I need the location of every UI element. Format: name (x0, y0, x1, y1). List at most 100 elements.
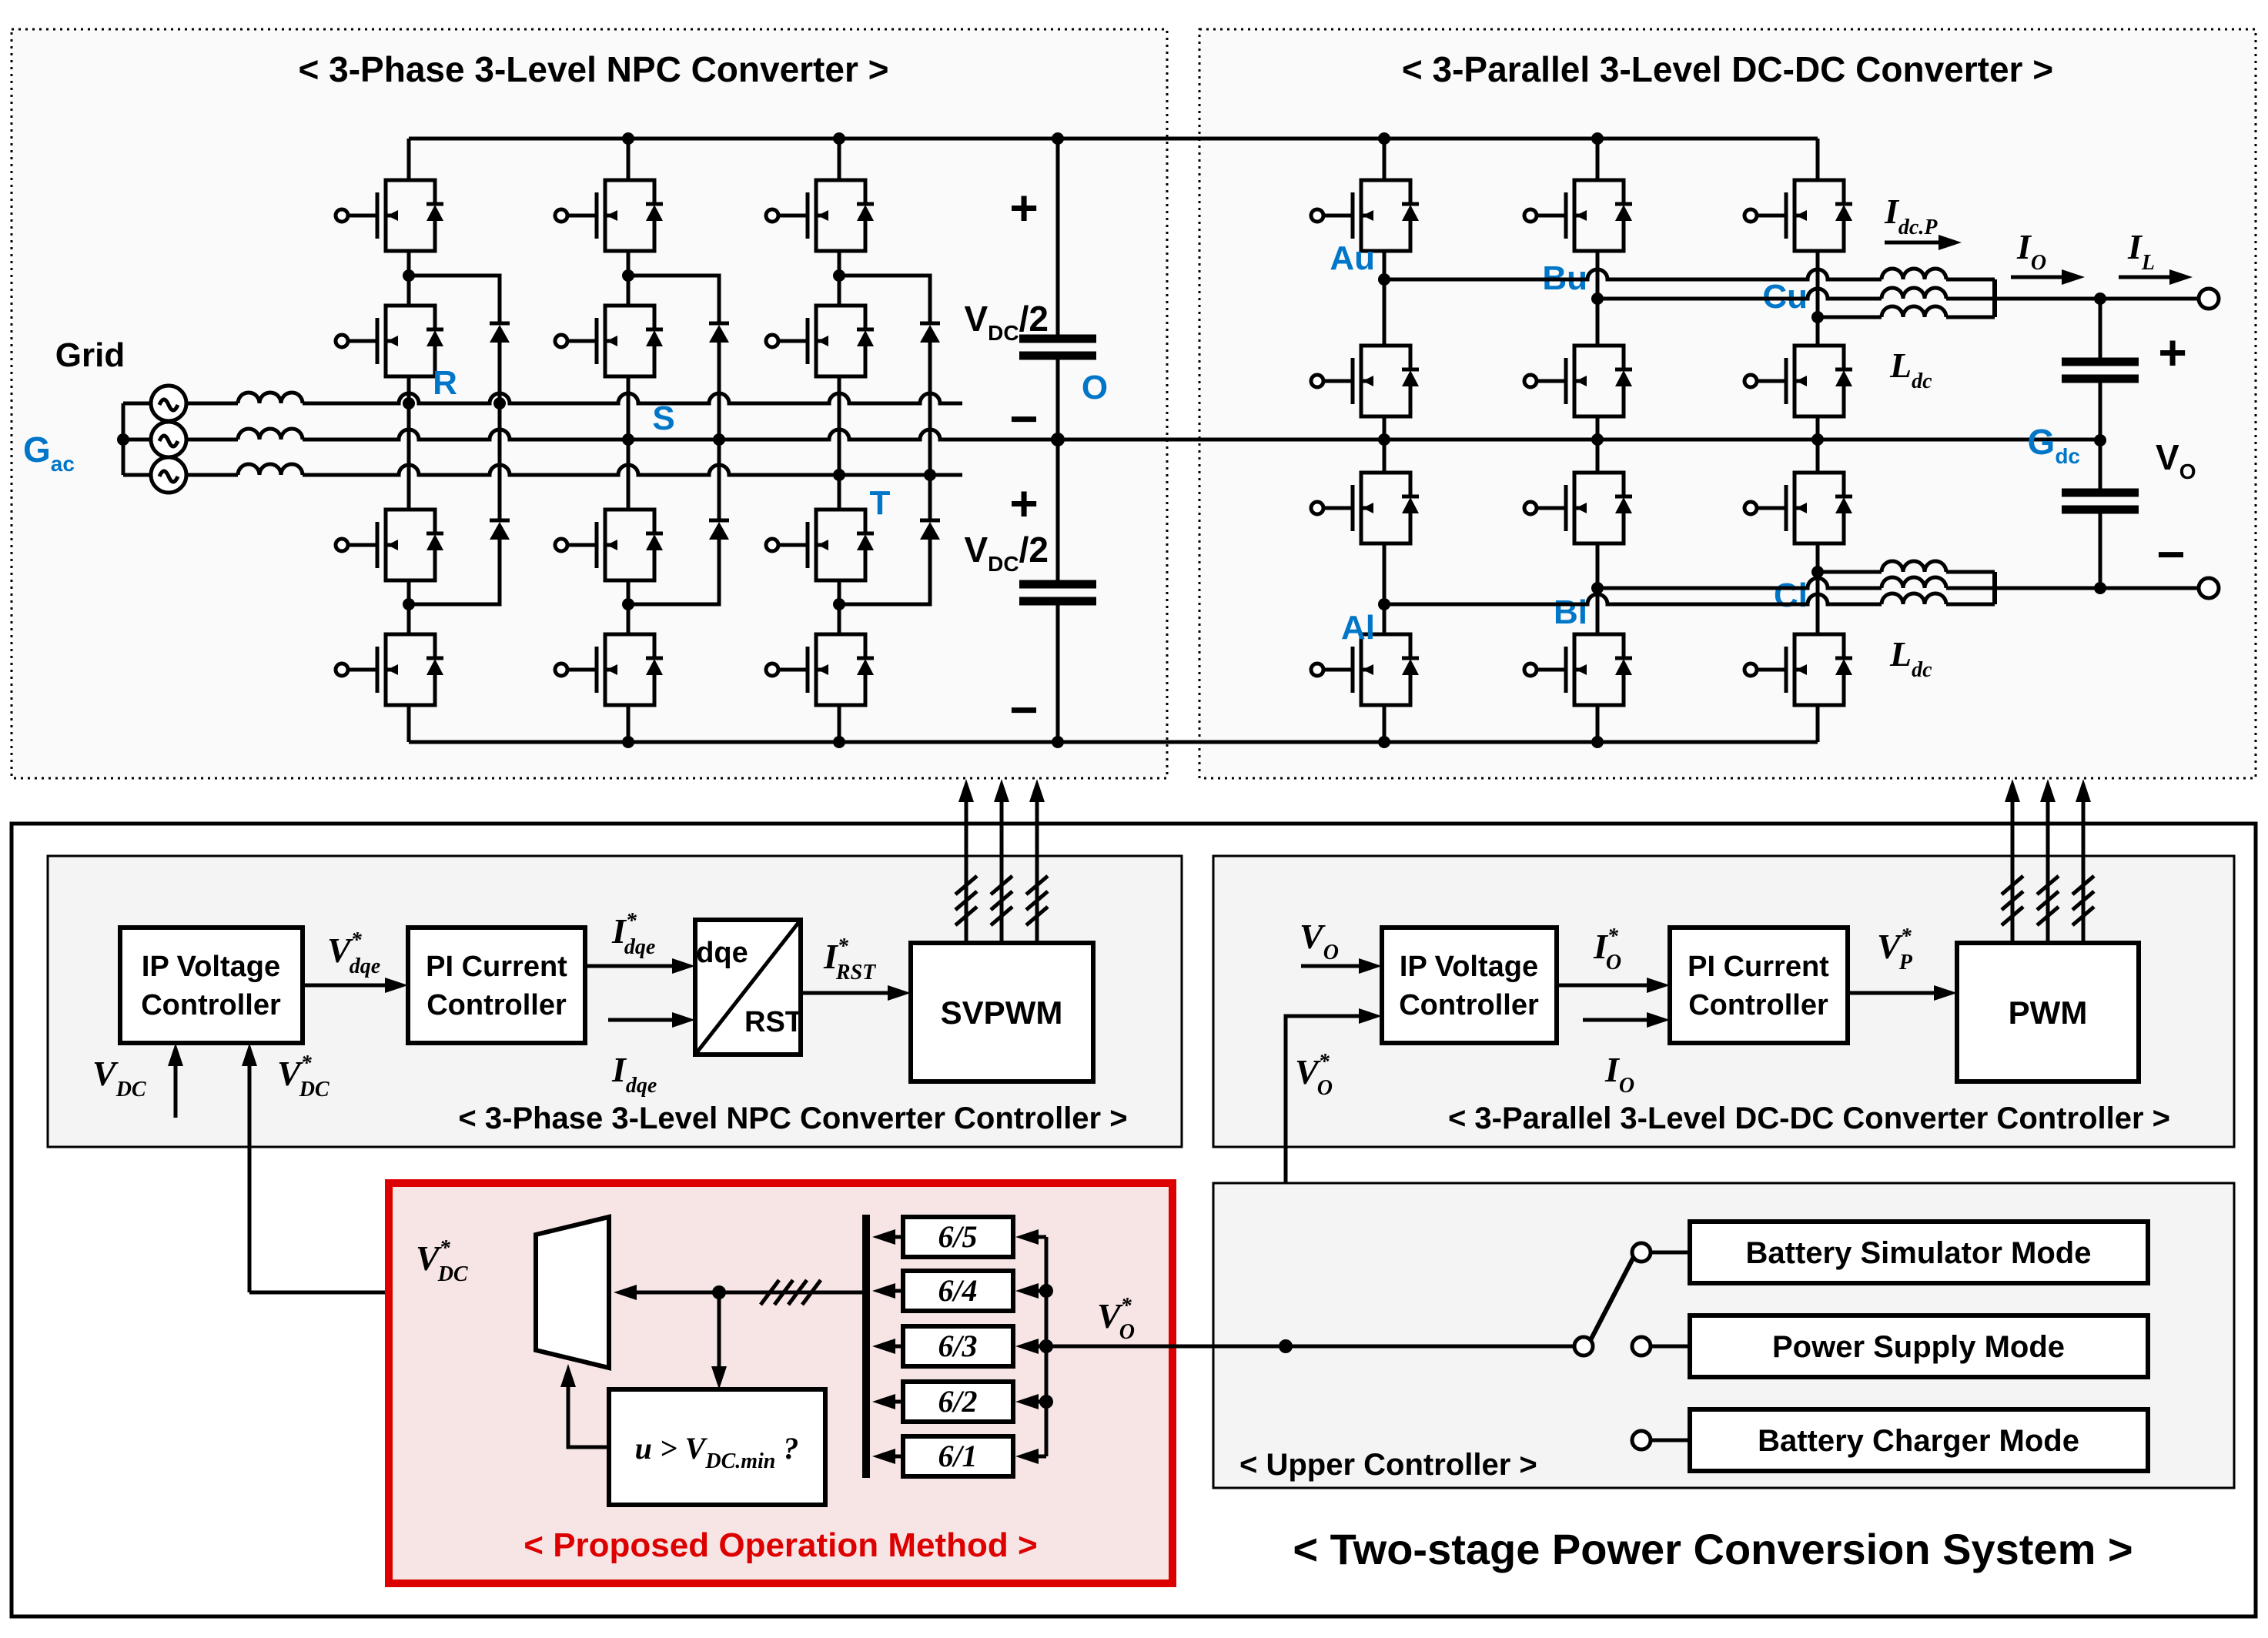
rst-label: RST (744, 1006, 803, 1038)
output-terminal-minus (2196, 576, 2221, 600)
proposed-method-panel: V*DC u >VDC.min? 6/5 6/4 6/3 6/2 6/1 V*O… (385, 1179, 1176, 1587)
divider-label: 6/1 (938, 1439, 977, 1473)
output-terminal-plus (2196, 286, 2221, 311)
dcdc-converter-box: < 3-Parallel 3-Level DC-DC Converter > (1198, 28, 2257, 780)
tap-label-cl: Cl (1774, 577, 1808, 614)
block-label: Controller (1688, 989, 1828, 1021)
dcdc-converter-title: < 3-Parallel 3-Level DC-DC Converter > (1402, 49, 2053, 89)
divider-arrows (872, 1229, 1046, 1464)
battery-simulator-mode-block (1688, 1219, 2150, 1285)
divider-label: 6/2 (938, 1384, 977, 1419)
dcdc-converter-border (1198, 28, 2257, 780)
ac-source-icon (151, 457, 186, 493)
divider-label: 6/3 (938, 1329, 977, 1363)
svpwm-label: SVPWM (941, 994, 1063, 1031)
block-label: IP Voltage (142, 951, 280, 983)
clamp-branch (628, 273, 721, 607)
npc-controller-caption: < 3-Phase 3-Level NPC Converter Controll… (458, 1101, 1127, 1135)
block-label: Controller (141, 989, 281, 1021)
vp-ref-label: V*P (1877, 924, 1913, 974)
vdc-half-bottom-label: VDC/2 (964, 530, 1049, 576)
vo-ref-ctrl-label: V*O (1295, 1050, 1333, 1100)
dcdc-output: Idc.P IO IL Ldc Ldc Gdc VO + − (1384, 192, 2221, 682)
minus-sign: − (1009, 682, 1038, 737)
io-ref-label: I*O (1593, 924, 1621, 974)
vdc-ref-label: V*DC (277, 1051, 329, 1101)
upper-controller-panel: Battery Simulator Mode Power Supply Mode… (1046, 1182, 2236, 1489)
divider-label: 6/5 (938, 1219, 977, 1254)
ip-voltage-controller-block (1380, 925, 1559, 1045)
dqe-label: dqe (696, 937, 748, 969)
dcdc-controller-caption: < 3-Parallel 3-Level DC-DC Converter Con… (1448, 1101, 2170, 1135)
dcdc-controller-panel: IP Voltage Controller PI Current Control… (1212, 779, 2236, 1346)
vdqe-ref-label: V*dqe (327, 928, 380, 978)
ac-source-icon (151, 386, 186, 421)
ldc-lower-label: Ldc (1889, 634, 1932, 682)
vdc-ref-proposed-label: V*DC (416, 1236, 468, 1286)
gdc-label: Gdc (2028, 422, 2080, 468)
npc-legs (336, 139, 940, 742)
divider-blocks: 6/5 6/4 6/3 6/2 6/1 (901, 1215, 1015, 1479)
phase-label-t: T (870, 484, 891, 522)
grid-section: Grid Gac (23, 336, 303, 493)
io-meas-label: IO (1604, 1050, 1634, 1098)
comparator-label: u >VDC.min? (635, 1431, 799, 1473)
vdc-half-top-label: VDC/2 (964, 299, 1049, 345)
idcp-label: Idc.P (1884, 192, 1938, 239)
power-supply-mode-block (1688, 1313, 2150, 1379)
dc-buses (409, 132, 1818, 748)
mode-contact-2 (1630, 1335, 1653, 1358)
grid-label: Grid (55, 336, 125, 374)
mux-selector (534, 1214, 611, 1371)
svpwm-block (908, 941, 1096, 1084)
npc-converter-title: < 3-Phase 3-Level NPC Converter > (299, 49, 889, 89)
plus-sign: + (2158, 325, 2186, 380)
node-o-label: O (1082, 369, 1108, 406)
ip-voltage-controller-block (118, 925, 305, 1045)
tap-label-au: Au (1330, 239, 1375, 277)
mode-contact-1 (1630, 1241, 1653, 1264)
block-label: PI Current (1688, 951, 1829, 983)
npc-controller-panel: IP Voltage Controller PI Current Control… (46, 779, 1183, 1295)
plus-sign: + (1009, 180, 1038, 236)
minus-sign: − (1009, 391, 1038, 446)
vo-ctrl-label: VO (1300, 917, 1339, 964)
mode-contact-3 (1630, 1429, 1653, 1452)
proposed-method-caption: < Proposed Operation Method > (524, 1526, 1037, 1564)
bundle-hash-icon (759, 1279, 822, 1306)
tap-label-al: Al (1341, 609, 1375, 647)
mode-label: Battery Charger Mode (1758, 1424, 2079, 1458)
block-label: IP Voltage (1400, 951, 1538, 983)
ldc-upper-label: Ldc (1889, 346, 1932, 393)
phase-label-s: S (652, 399, 674, 437)
capacitor-icon (1019, 334, 1096, 606)
pi-current-controller-block (406, 925, 587, 1045)
block-label: PI Current (426, 951, 567, 983)
mode-switch-pole (1572, 1335, 1595, 1358)
block-label: Controller (1399, 989, 1539, 1021)
vdc-label: VDC (92, 1054, 146, 1101)
pi-current-controller-block (1668, 925, 1850, 1045)
phase-label-r: R (433, 364, 457, 402)
tap-label-bl: Bl (1554, 593, 1587, 631)
ac-source-icon (151, 422, 186, 457)
irst-ref-label: I*RST (823, 934, 877, 984)
idqe-ref-label: I*dqe (611, 909, 655, 959)
idqe-label: Idqe (611, 1050, 657, 1098)
pwm-label: PWM (2009, 994, 2088, 1031)
plus-sign: + (1009, 476, 1038, 531)
capacitor-icon (2062, 357, 2139, 514)
npc-dclink: + − + − VDC/2 VDC/2 O (964, 139, 1108, 742)
mode-label: Battery Simulator Mode (1746, 1236, 2092, 1270)
block-label: Controller (427, 989, 567, 1021)
minus-sign: − (2156, 526, 2185, 582)
vo-label: VO (2156, 437, 2196, 483)
divider-label: 6/4 (938, 1273, 977, 1308)
io-label: IO (2016, 227, 2046, 275)
phase-line-r (303, 391, 962, 406)
phase-line-s-o-rail (303, 427, 2100, 442)
mode-label: Power Supply Mode (1772, 1330, 2065, 1364)
battery-charger-mode-block (1688, 1407, 2150, 1473)
phase-lines: R S T (303, 364, 2100, 522)
